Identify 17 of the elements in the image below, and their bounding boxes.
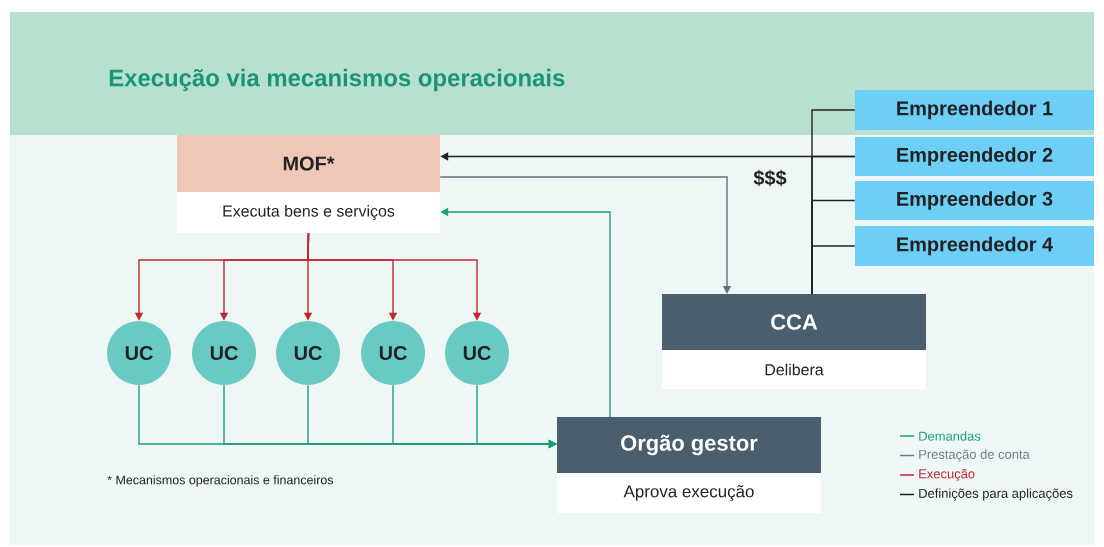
entrepreneur-box: Empreendedor 4 [855, 226, 1094, 266]
legend-label: Definições para aplicações [919, 488, 1073, 501]
title: Execução via mecanismos operacionais [109, 68, 565, 92]
legend-label: Execução [919, 468, 975, 481]
entrepreneur-box: Empreendedor 1 [855, 90, 1094, 130]
node-label: Delibera [765, 363, 824, 376]
entrepreneur-box: Empreendedor 2 [855, 137, 1094, 176]
footnote: * Mecanismos operacionais e financeiros [107, 475, 334, 487]
arrow [439, 176, 732, 294]
entrepreneur-box: Empreendedor 3 [855, 181, 1094, 220]
node-label: Aprova execução [623, 485, 754, 501]
legend-label: Prestação de conta [919, 449, 1030, 462]
legend-label: Demandas [919, 431, 981, 441]
process-box: MOF* Executa bens e serviços [177, 135, 440, 233]
process-box: CCA Delibera [662, 294, 926, 389]
process-box: Orgão gestor Aprova execução [557, 417, 821, 513]
node-label: Executa bens e serviços [223, 205, 395, 220]
